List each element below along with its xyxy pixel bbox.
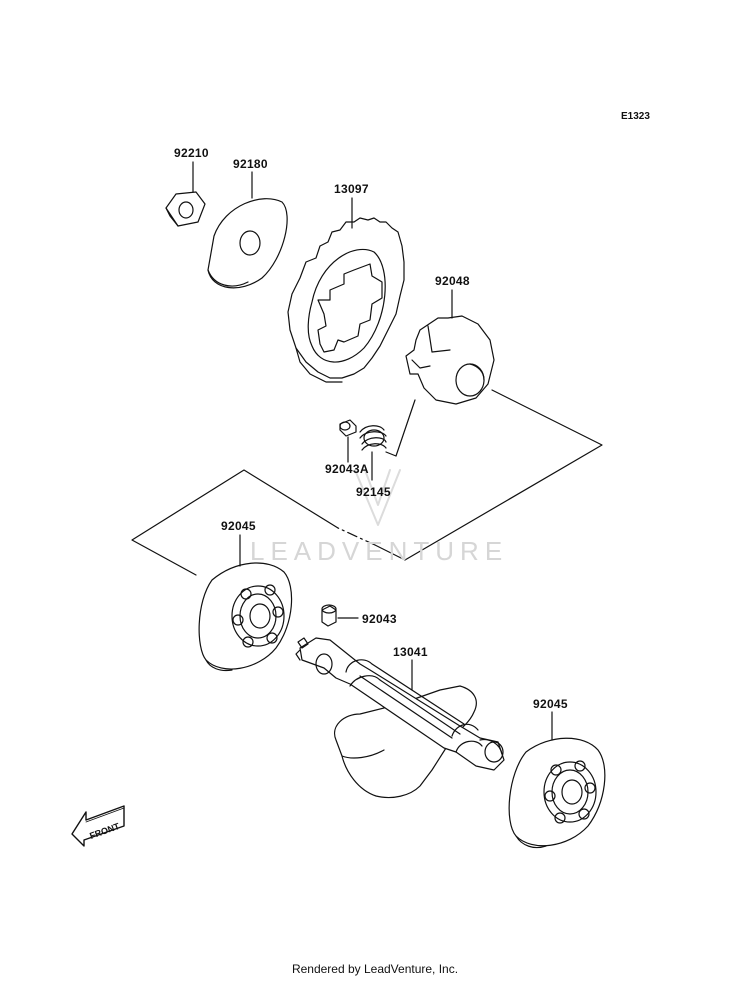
assembly-line-left — [131, 469, 339, 576]
part-label-92210[interactable]: 92210 — [174, 146, 209, 160]
part-label-92180[interactable]: 92180 — [233, 157, 268, 171]
assembly-line-right — [374, 389, 603, 561]
part-label-13097[interactable]: 13097 — [334, 182, 369, 196]
part-label-92145[interactable]: 92145 — [356, 485, 391, 499]
part-label-92048[interactable]: 92048 — [435, 274, 470, 288]
washer-92180 — [207, 198, 288, 289]
watermark-logo — [354, 469, 401, 526]
pin-92043a — [339, 419, 357, 437]
shaft-13041 — [295, 637, 505, 799]
assembly-line-upper — [385, 399, 416, 457]
part-label-92045-top[interactable]: 92045 — [221, 519, 256, 533]
diagram-code: E1323 — [621, 111, 650, 122]
footer-credit: Rendered by LeadVenture, Inc. — [291, 962, 459, 976]
pin-92043 — [321, 604, 337, 627]
part-label-92043[interactable]: 92043 — [362, 612, 397, 626]
spring-92145 — [359, 425, 387, 451]
collar-92048 — [405, 315, 495, 405]
assembly-line-mid — [337, 527, 376, 546]
front-arrow-icon — [71, 805, 125, 847]
part-label-13041[interactable]: 13041 — [393, 645, 428, 659]
part-label-92043a[interactable]: 92043A — [325, 462, 369, 476]
bearing-92045-left — [198, 562, 293, 672]
part-label-92045-bottom[interactable]: 92045 — [533, 697, 568, 711]
gear-13097 — [287, 217, 405, 383]
bearing-92045-right — [508, 737, 606, 849]
nut-92210 — [165, 191, 206, 227]
watermark-text: LEADVENTURE — [250, 536, 509, 566]
